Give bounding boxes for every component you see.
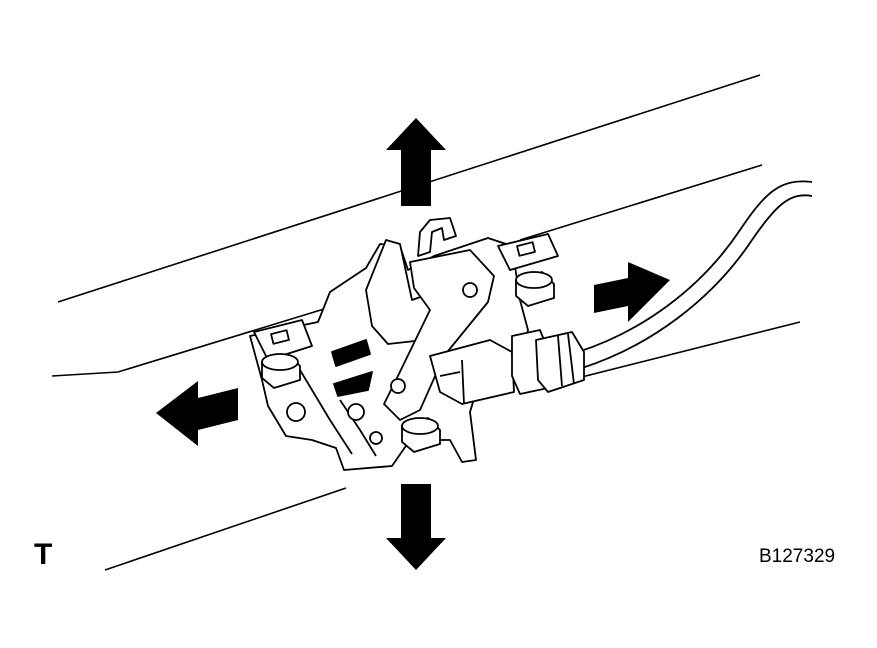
corner-letter: T — [34, 538, 53, 571]
figure-id: B127329 — [759, 546, 836, 567]
arrow-up-icon — [386, 118, 446, 206]
safety-hook — [417, 217, 457, 257]
arrow-down-icon — [386, 484, 446, 570]
bolt-bottom — [401, 416, 441, 454]
release-cable — [577, 180, 813, 369]
lock-switch-housing — [429, 339, 515, 405]
arrow-right-icon — [594, 262, 670, 322]
bolt-right — [515, 270, 555, 308]
adjustment-arrows — [156, 118, 670, 570]
hood-lock-assembly — [249, 217, 585, 471]
bolt-left — [261, 352, 301, 390]
mounting-bolts — [261, 270, 555, 454]
arrow-left-icon — [156, 381, 238, 446]
